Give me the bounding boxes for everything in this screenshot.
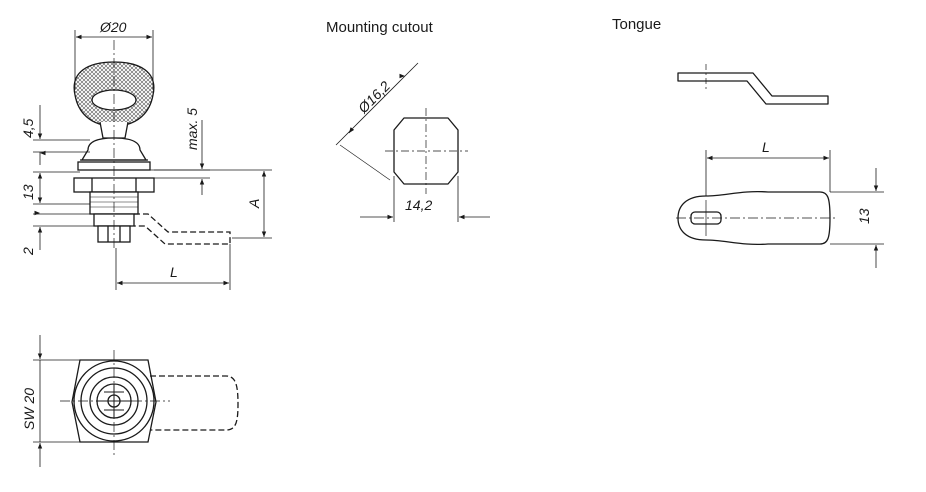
dim-tongue-length-label: L xyxy=(762,139,770,155)
dim-max-panel xyxy=(150,120,210,195)
dim-wrench-size xyxy=(33,335,82,467)
dim-tongue-width-label: 13 xyxy=(856,208,872,224)
tongue-title: Tongue xyxy=(612,16,662,33)
dim-wrench-size-label: SW 20 xyxy=(21,388,37,430)
dim-cutout-diameter-label: Ø16,2 xyxy=(354,78,393,117)
dim-max-panel-label: max. 5 xyxy=(184,108,200,150)
dim-tongue xyxy=(705,150,884,268)
dim-key-diameter xyxy=(74,30,154,90)
dim-body-length-label: 13 xyxy=(20,184,36,200)
dim-head-height-label: 4,5 xyxy=(20,118,36,138)
dim-cutout xyxy=(335,62,490,222)
dim-a-label: A xyxy=(246,199,262,209)
dim-a xyxy=(154,169,272,239)
mounting-cutout-title: Mounting cutout xyxy=(326,19,433,36)
dim-tongue-thickness-label: 2 xyxy=(20,247,36,256)
dim-l-lock-label: L xyxy=(170,264,178,280)
dim-cutout-flat-label: 14,2 xyxy=(405,197,432,213)
dim-left-stack xyxy=(33,105,94,250)
tongue-side-view xyxy=(677,72,829,105)
dim-l-lock xyxy=(115,244,231,290)
lock-side-view xyxy=(73,61,231,245)
dim-key-diameter-label: Ø20 xyxy=(99,19,127,35)
lock-tongue-dashed xyxy=(134,213,231,245)
front-tongue-dashed xyxy=(150,375,239,431)
